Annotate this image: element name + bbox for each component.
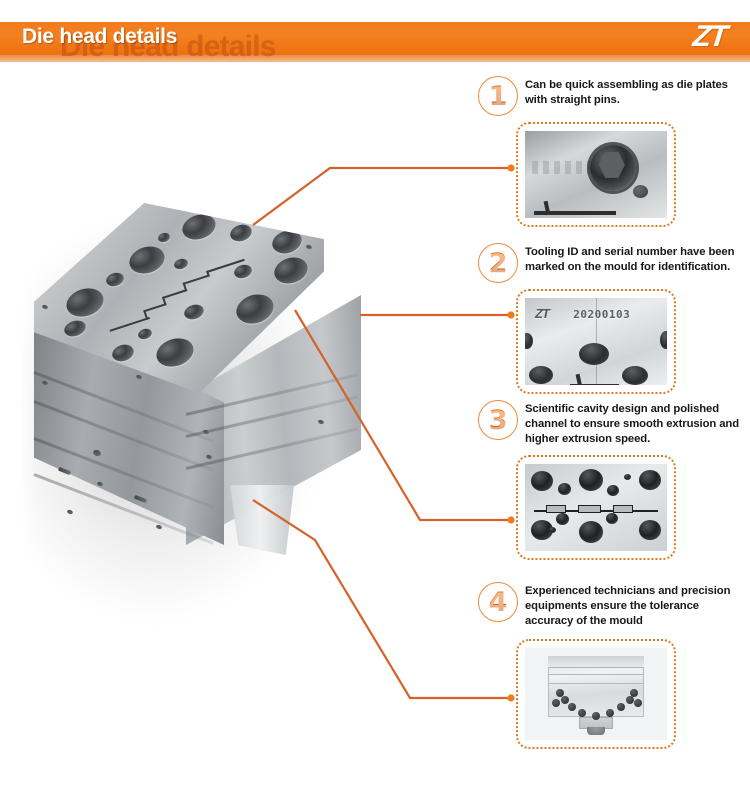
callout-number-badge: 3 bbox=[478, 400, 518, 440]
callout-number-badge: 2 bbox=[478, 243, 518, 283]
callout-number: 2 bbox=[488, 247, 508, 279]
die-hole bbox=[578, 469, 603, 492]
die-hole bbox=[659, 331, 667, 350]
die-hole bbox=[578, 343, 609, 366]
callout-number: 4 bbox=[488, 586, 508, 618]
bolt-hole bbox=[305, 244, 313, 250]
callout-thumbnail-frame bbox=[516, 122, 676, 227]
die-hole bbox=[172, 257, 190, 271]
callout-3: 3 Scientific cavity design and polished … bbox=[478, 400, 743, 561]
die-hole bbox=[578, 520, 603, 543]
straight-pin bbox=[533, 201, 617, 215]
callout-thumbnail-frame bbox=[516, 639, 676, 750]
callout-text: Can be quick assembling as die plates wi… bbox=[525, 79, 728, 107]
callout-thumbnail-frame bbox=[516, 455, 676, 561]
thumbnail-assembled-die-head bbox=[525, 648, 667, 741]
callout-number-badge: 1 bbox=[478, 76, 518, 116]
die-hole bbox=[110, 341, 136, 365]
cavity-profile-slot bbox=[101, 258, 256, 343]
die-head-photo bbox=[18, 185, 361, 635]
callout-text: Scientific cavity design and polished ch… bbox=[525, 403, 740, 446]
serial-number-mark: 20200103 bbox=[573, 308, 631, 322]
die-hole bbox=[270, 253, 312, 288]
die-hole bbox=[530, 471, 553, 491]
die-hole bbox=[556, 512, 570, 525]
header-bar bbox=[0, 22, 750, 62]
tooling-id-mark: ZT bbox=[534, 305, 550, 321]
callout-number: 1 bbox=[488, 80, 508, 112]
die-hole bbox=[624, 474, 632, 481]
die-hole bbox=[62, 283, 108, 322]
die-hole bbox=[607, 484, 620, 496]
bolt-hole bbox=[41, 304, 49, 310]
die-hole bbox=[638, 470, 661, 491]
callout-4: 4 Experienced technicians and precision … bbox=[478, 582, 743, 750]
die-hole bbox=[62, 317, 88, 340]
thumbnail-cavity-design bbox=[525, 464, 667, 552]
die-hole bbox=[156, 231, 172, 244]
polished-cavity-channel bbox=[533, 504, 659, 514]
page-title: Die head details bbox=[22, 25, 178, 48]
callout-1: 1 Can be quick assembling as die plates … bbox=[478, 76, 743, 227]
die-hole bbox=[557, 483, 571, 496]
zt-brand-logo: ZT bbox=[691, 20, 728, 53]
die-hole bbox=[530, 519, 553, 540]
die-hole bbox=[638, 519, 661, 540]
callout-thumbnail-frame: ZT 20200103 bbox=[516, 289, 676, 394]
thumbnail-serial-marking: ZT 20200103 bbox=[525, 298, 667, 385]
die-hole bbox=[529, 365, 554, 384]
die-hole bbox=[228, 221, 254, 245]
etched-text-faint bbox=[532, 160, 596, 174]
callout-text: Tooling ID and serial number have been m… bbox=[525, 246, 735, 274]
die-hole bbox=[152, 333, 198, 372]
thumbnail-pin-assembly bbox=[525, 131, 667, 218]
callout-number-badge: 4 bbox=[478, 582, 518, 622]
die-hole bbox=[525, 332, 533, 349]
straight-pin bbox=[570, 374, 619, 385]
callout-text: Experienced technicians and precision eq… bbox=[525, 585, 731, 628]
callout-number: 3 bbox=[488, 404, 508, 436]
pin-hole bbox=[632, 184, 648, 198]
die-hole bbox=[605, 512, 618, 524]
die-hole bbox=[621, 365, 648, 385]
die-hole bbox=[125, 242, 169, 278]
die-hole bbox=[179, 210, 219, 244]
callout-2: 2 Tooling ID and serial number have been… bbox=[478, 243, 743, 394]
header-title-ghost: Die head details bbox=[60, 30, 276, 63]
die-hole bbox=[549, 526, 557, 533]
die-hole bbox=[104, 270, 126, 289]
